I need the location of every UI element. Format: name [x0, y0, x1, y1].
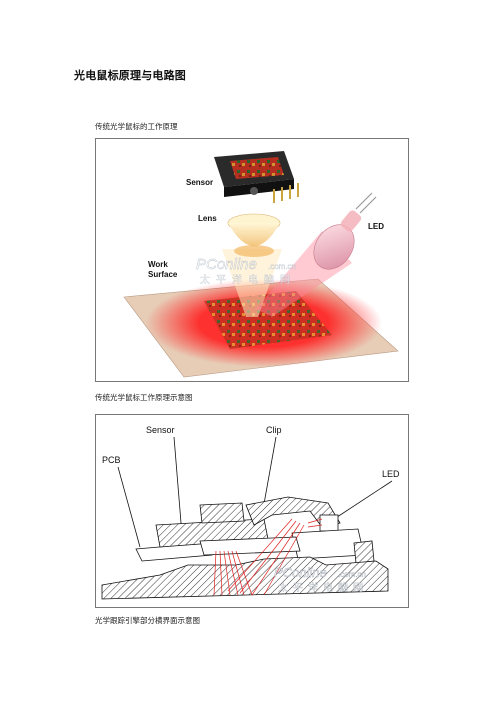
- clip-label: Clip: [266, 425, 282, 435]
- section-heading: 传统光学鼠标的工作原理: [95, 122, 178, 131]
- base: [101, 556, 389, 600]
- light-rays: [213, 518, 323, 596]
- sensor-chip: [214, 151, 299, 203]
- watermark-domain: .com.cn: [338, 570, 366, 579]
- led-label: LED: [382, 469, 400, 479]
- lens: [227, 213, 281, 257]
- led-label: LED: [368, 222, 384, 231]
- led-housing: [319, 514, 339, 532]
- cross-section-figure: Sensor Clip PCB LED: [95, 414, 409, 608]
- mouse-principle-figure: Sensor Lens LED Work Surface PConline .c…: [95, 138, 409, 382]
- pcb-label: PCB: [102, 455, 121, 465]
- watermark: PConline .com.cn 太平洋电脑网: [274, 565, 368, 594]
- sensor-leader: [173, 436, 183, 536]
- watermark-cn: 太平洋电脑网: [200, 273, 296, 286]
- led-leader: [327, 480, 393, 524]
- led: [340, 192, 377, 232]
- lens-body: [199, 536, 301, 556]
- sensor-label: Sensor: [186, 178, 213, 187]
- figure2-caption: 光学跟踪引擎部分横界面示意图: [95, 616, 200, 625]
- pcb-leader: [117, 466, 141, 548]
- watermark-domain: .com.cn: [268, 262, 296, 271]
- watermark-brand: PConline: [274, 565, 327, 580]
- watermark-brand: PConline: [196, 256, 257, 273]
- page-title: 光电鼠标原理与电路图: [74, 69, 186, 82]
- illuminated-patch: [204, 291, 332, 349]
- figure1-caption: 传统光学鼠标工作原理示意图: [95, 393, 193, 402]
- sensor-label: Sensor: [146, 425, 175, 435]
- work-surface-label-line2: Surface: [148, 270, 178, 279]
- lens-label: Lens: [198, 214, 217, 223]
- work-surface-label-line1: Work: [148, 260, 168, 269]
- watermark: PConline .com.cn 太平洋电脑网: [196, 256, 296, 286]
- watermark-cn: 太平洋电脑网: [278, 581, 368, 594]
